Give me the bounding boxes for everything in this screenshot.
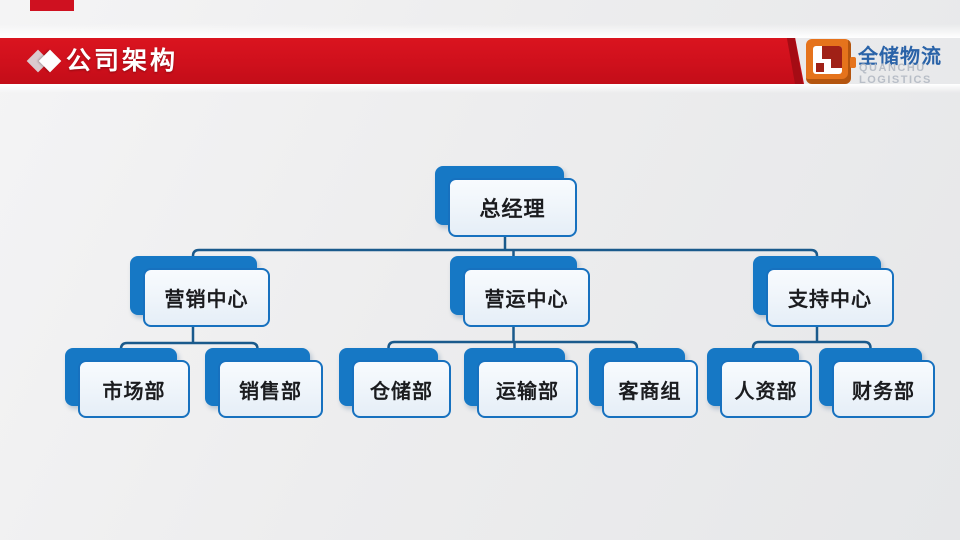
node-label: 客商组 bbox=[602, 360, 698, 418]
org-node-sales-dept: 销售部 bbox=[205, 348, 323, 418]
company-logo-icon bbox=[806, 39, 856, 84]
org-node-operations-center: 营运中心 bbox=[450, 256, 590, 327]
node-label: 营运中心 bbox=[463, 268, 590, 327]
brand-subtitle-1: QUANCHU bbox=[859, 62, 926, 74]
logo-tab bbox=[850, 57, 856, 68]
org-node-finance-dept: 财务部 bbox=[819, 348, 935, 418]
brand-subtitle-2: LOGISTICS bbox=[859, 74, 932, 86]
org-node-hr-dept: 人资部 bbox=[707, 348, 812, 418]
org-node-transport-dept: 运输部 bbox=[464, 348, 578, 418]
logo-glyph bbox=[816, 62, 824, 72]
header-bar bbox=[0, 38, 804, 84]
logo-glyph bbox=[830, 57, 842, 69]
brand-name: 全储物流 bbox=[858, 46, 942, 68]
logo-inner bbox=[813, 46, 842, 74]
header-glow-bottom bbox=[0, 84, 960, 93]
node-label: 运输部 bbox=[477, 360, 578, 418]
org-node-warehouse-dept: 仓储部 bbox=[339, 348, 451, 418]
org-node-client-group: 客商组 bbox=[589, 348, 698, 418]
node-label: 支持中心 bbox=[766, 268, 894, 327]
node-label: 营销中心 bbox=[143, 268, 270, 327]
org-node-general-manager: 总经理 bbox=[435, 166, 577, 237]
node-label: 财务部 bbox=[832, 360, 935, 418]
org-node-market-dept: 市场部 bbox=[65, 348, 190, 418]
top-left-accent-bar bbox=[30, 0, 74, 11]
org-node-marketing-center: 营销中心 bbox=[130, 256, 270, 327]
node-label: 市场部 bbox=[78, 360, 190, 418]
node-label: 人资部 bbox=[720, 360, 812, 418]
org-node-support-center: 支持中心 bbox=[753, 256, 894, 327]
node-label: 仓储部 bbox=[352, 360, 451, 418]
header-glow-top bbox=[0, 24, 960, 38]
node-label: 总经理 bbox=[448, 178, 577, 237]
node-label: 销售部 bbox=[218, 360, 323, 418]
page-title: 公司架构 bbox=[66, 47, 179, 75]
logo-glyph bbox=[822, 46, 842, 60]
